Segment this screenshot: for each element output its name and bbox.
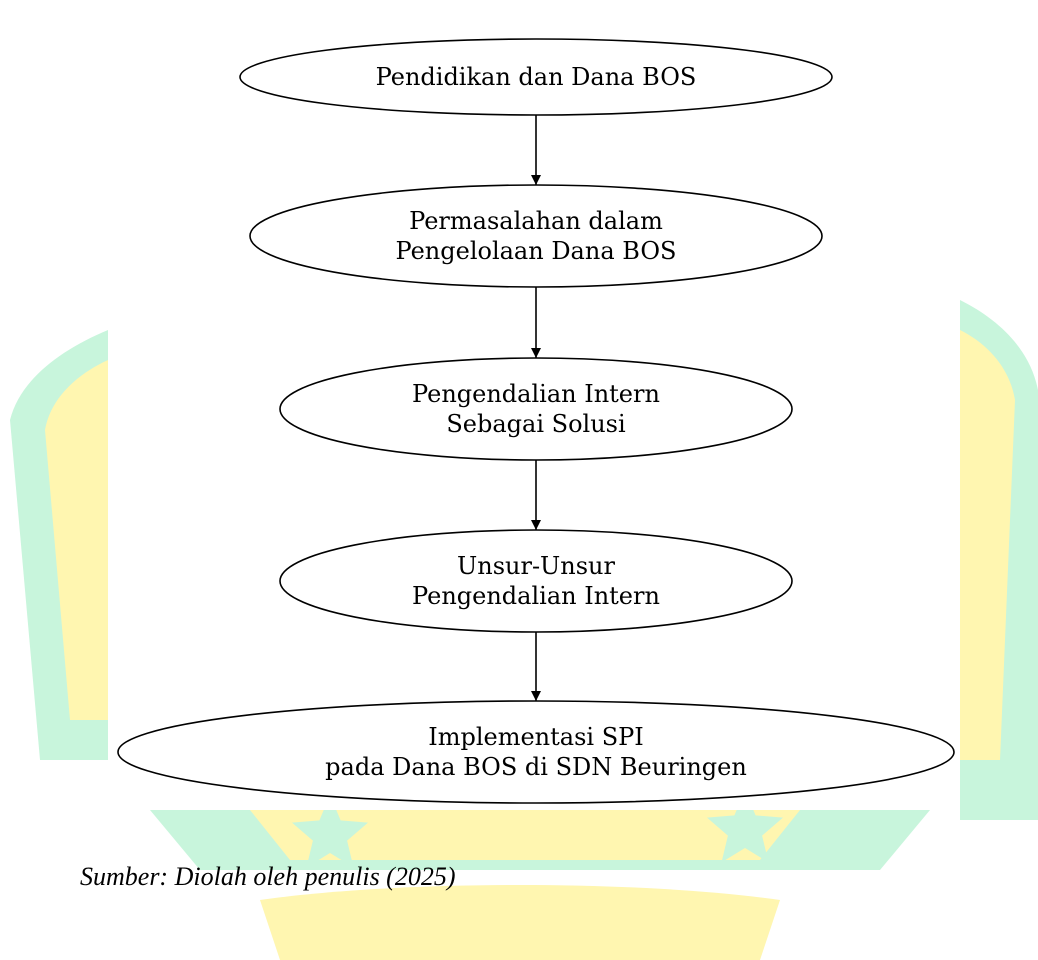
flow-diagram: Pendidikan dan Dana BOS Permasalahan dala… [117,38,955,804]
flow-node: Pendidikan dan Dana BOS [239,38,833,116]
figure-caption: Sumber: Diolah oleh penulis (2025) [80,862,456,891]
flow-node-ellipse [239,38,833,116]
flow-node-ellipse [279,529,793,633]
watermark-bottom-banner [260,885,780,960]
diagram-panel: Pendidikan dan Dana BOS Permasalahan dala… [108,0,960,810]
flow-node-label: Pengelolaan Dana BOS [396,237,677,265]
flow-node-label: Permasalahan dalam [409,207,663,235]
flow-node-label: Unsur-Unsur [457,552,615,580]
watermark-star-left [292,795,368,868]
watermark-right-band-inner [960,330,1015,760]
watermark-left-band-inner [45,360,108,720]
flow-node-label: Implementasi SPI [428,723,644,751]
flow-node-label: Sebagai Solusi [446,410,626,438]
watermark-star-right [707,790,783,863]
flow-node-label: Pengendalian Intern [412,380,660,408]
flow-node-label: Pendidikan dan Dana BOS [376,63,697,91]
nodes-layer: Pendidikan dan Dana BOS Permasalahan dala… [117,38,955,804]
flow-node-ellipse [117,700,955,804]
flow-node-ellipse [249,184,823,288]
flow-node-label: Pengendalian Intern [412,582,660,610]
flow-node-ellipse [279,357,793,461]
watermark-bottom-band-inner [250,810,800,860]
flow-node-label: pada Dana BOS di SDN Beuringen [325,753,747,781]
